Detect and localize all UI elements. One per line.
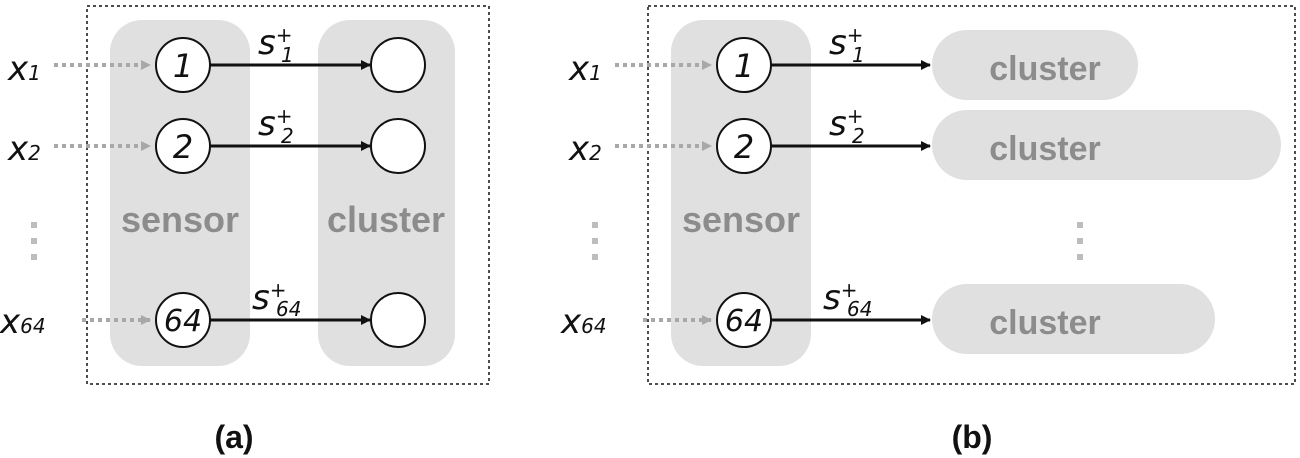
edge-2-sub: 2 [281, 124, 294, 148]
edge-64-sub: 64 [276, 297, 301, 321]
panel-b-frame [647, 5, 1296, 385]
sensor-column [110, 20, 250, 366]
caption-b: (b) [952, 419, 993, 455]
panel-b: sensor cluster cluster cluster x1 x2 x64… [560, 5, 1296, 455]
cluster-column [318, 20, 455, 366]
cluster-node-64 [370, 292, 426, 348]
input-x64-label: x64 [560, 302, 607, 342]
cluster-pill-1 [932, 30, 1138, 100]
cluster-pill-64-label: cluster [989, 304, 1101, 342]
ellipsis-dots-left [592, 222, 598, 260]
ellipsis-dots [31, 222, 37, 260]
edge-1-sub: 1 [281, 43, 294, 67]
edge-2-label: s+ [829, 104, 863, 144]
sensor-label: sensor [682, 199, 800, 240]
sensor-column [671, 20, 811, 366]
cluster-node-2 [370, 118, 426, 174]
cluster-pill-2-label: cluster [989, 130, 1101, 168]
edge-2-sub: 2 [852, 124, 865, 148]
input-x2-label: x2 [7, 129, 41, 169]
sensor-node-64-label: 64 [164, 304, 202, 339]
sensor-node-1-label: 1 [734, 47, 754, 85]
edge-2-label: s+ [258, 104, 292, 144]
edge-64-label: s+ [823, 278, 857, 318]
sensor-node-2-label: 2 [734, 128, 754, 166]
ellipsis-dots-right [1077, 222, 1083, 260]
cluster-pill-2 [932, 110, 1281, 180]
cluster-label: cluster [327, 199, 445, 240]
sensor-node-2-label: 2 [173, 128, 193, 166]
panel-a-frame [86, 5, 490, 385]
edge-1-label: s+ [258, 23, 292, 63]
sensor-label: sensor [121, 199, 239, 240]
input-x64-label: x64 [0, 302, 46, 342]
cluster-pill-64 [932, 284, 1215, 354]
cluster-pill-1-label: cluster [989, 50, 1101, 88]
input-x2-label: x2 [568, 129, 602, 169]
input-x1-label: x1 [7, 49, 41, 89]
edge-1-label: s+ [829, 23, 863, 63]
edge-64-label: s+ [252, 278, 286, 318]
caption-a: (a) [214, 419, 253, 455]
sensor-node-1-label: 1 [173, 47, 193, 85]
sensor-node-64-label: 64 [725, 304, 763, 339]
input-x1-label: x1 [568, 49, 602, 89]
cluster-node-1 [370, 37, 426, 93]
edge-1-sub: 1 [852, 43, 865, 67]
edge-64-sub: 64 [847, 297, 872, 321]
panel-a: sensor cluster x1 x2 x64 1 2 64 s+ 1 [0, 5, 490, 455]
